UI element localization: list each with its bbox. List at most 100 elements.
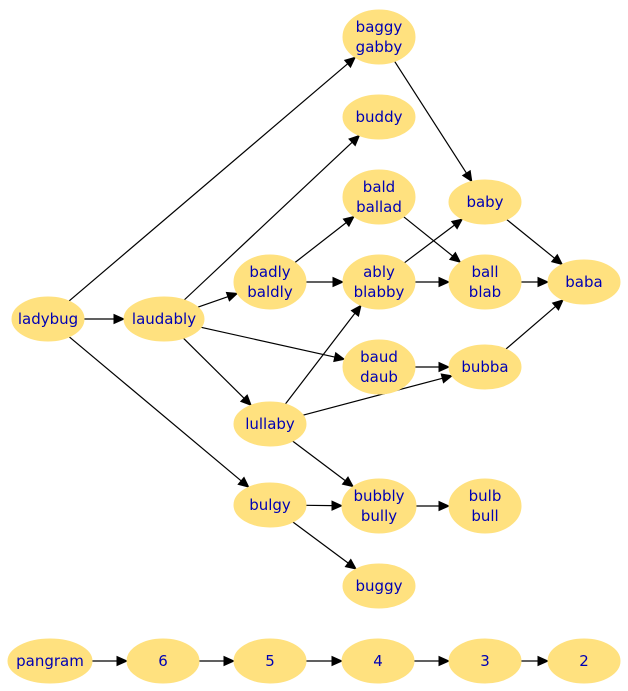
node-label: ball [471, 263, 498, 281]
node-ably-blabby: ably blabby [342, 254, 416, 310]
node-buggy: buggy [342, 563, 416, 609]
node-ellipse [547, 638, 621, 684]
edge-laudably-to-lullaby [182, 337, 252, 407]
node-label: bull [471, 507, 498, 525]
edge-line [302, 377, 443, 416]
node-label: ladybug [18, 310, 78, 328]
edge-lullaby-to-ably-blabby [284, 304, 362, 405]
node-label: bald [363, 178, 395, 196]
arrowhead-icon [223, 655, 236, 667]
arrowhead-icon [344, 558, 358, 570]
arrowhead-icon [350, 304, 362, 317]
edge-ladybug-to-bulgy [68, 336, 250, 488]
edge-n3-to-n2 [521, 655, 550, 667]
edge-line [200, 326, 335, 358]
edge-line [182, 337, 245, 399]
edge-n6-to-n5 [199, 655, 236, 667]
node-bald-ballad: bald ballad [342, 169, 416, 225]
node-baba: baba [547, 259, 621, 305]
node-ellipse [7, 638, 93, 684]
edge-lullaby-to-bubbly-bully [292, 440, 355, 488]
arrowhead-icon [550, 253, 564, 266]
edge-n4-to-n3 [414, 655, 451, 667]
edge-baggy-gabby-to-baby [394, 60, 473, 183]
arrowhead-icon [537, 655, 550, 667]
node-label: ballad [356, 198, 402, 216]
node-buddy: buddy [342, 94, 416, 140]
edge-line [68, 63, 348, 302]
node-ellipse [123, 296, 205, 342]
edge-ladybug-to-baggy-gabby [68, 56, 357, 302]
edge-laudably-to-buddy [183, 134, 361, 301]
edge-bulgy-to-bubbly-bully [305, 500, 344, 511]
arrowhead-icon [440, 373, 454, 384]
node-label: bulb [469, 487, 502, 505]
node-ellipse [448, 344, 522, 390]
edge-line [403, 216, 453, 257]
node-ellipse [126, 638, 200, 684]
node-laudably: laudably [123, 296, 205, 342]
edge-ladybug-to-laudably [84, 313, 126, 325]
node-label: 4 [373, 652, 383, 670]
arrowhead-icon [348, 134, 361, 147]
node-label: baud [360, 348, 398, 366]
node-label: 5 [265, 652, 275, 670]
arrowhead-icon [450, 218, 464, 230]
arrowhead-icon [342, 215, 355, 228]
arrowhead-icon [438, 276, 451, 288]
edge-line [284, 312, 356, 405]
node-ellipse [341, 638, 415, 684]
node-label: bulgy [249, 496, 291, 514]
node-label: blab [469, 283, 501, 301]
node-label: baba [565, 273, 602, 291]
arrowhead-icon [331, 655, 344, 667]
node-pangram: pangram [7, 638, 93, 684]
node-label: ably [363, 263, 395, 281]
edge-line [197, 296, 229, 308]
node-label: lullaby [245, 415, 295, 433]
arrowhead-icon [113, 313, 126, 325]
arrowhead-icon [237, 476, 250, 488]
edges-layer [68, 56, 565, 667]
arrowhead-icon [461, 169, 473, 183]
edge-line [292, 521, 349, 564]
node-ball-blab: ball blab [448, 254, 522, 310]
edge-bulgy-to-buggy [292, 521, 358, 570]
edge-n5-to-n4 [306, 655, 344, 667]
node-ellipse [342, 169, 416, 225]
node-ellipse [233, 401, 307, 447]
edge-bubbly-bully-to-bulb-bull [416, 500, 451, 512]
node-label: bubbly [353, 487, 404, 505]
node-ellipse [233, 254, 307, 310]
node-ellipse [448, 478, 522, 534]
node-n5: 5 [233, 638, 307, 684]
arrowhead-icon [239, 394, 252, 407]
arrowhead-icon [333, 351, 346, 363]
edge-lullaby-to-bubba [302, 373, 454, 416]
arrowhead-icon [343, 56, 357, 69]
node-ellipse [342, 563, 416, 609]
node-ellipse [448, 254, 522, 310]
edge-ably-blabby-to-ball-blab [415, 276, 451, 288]
edge-bubba-to-baba [505, 299, 565, 350]
node-ellipse [11, 296, 85, 342]
node-bubba: bubba [448, 344, 522, 390]
arrowhead-icon [341, 476, 355, 488]
arrowhead-icon [116, 655, 129, 667]
node-n3: 3 [448, 638, 522, 684]
node-ellipse [341, 478, 417, 534]
arrowhead-icon [225, 291, 239, 302]
node-label: blabby [354, 283, 405, 301]
node-label: laudably [132, 310, 196, 328]
node-label: bully [361, 507, 397, 525]
edge-line [506, 219, 555, 259]
node-ellipse [342, 9, 416, 65]
arrowhead-icon [331, 500, 344, 511]
edge-line [505, 305, 556, 350]
arrowhead-icon [448, 251, 462, 264]
node-ladybug: ladybug [11, 296, 85, 342]
